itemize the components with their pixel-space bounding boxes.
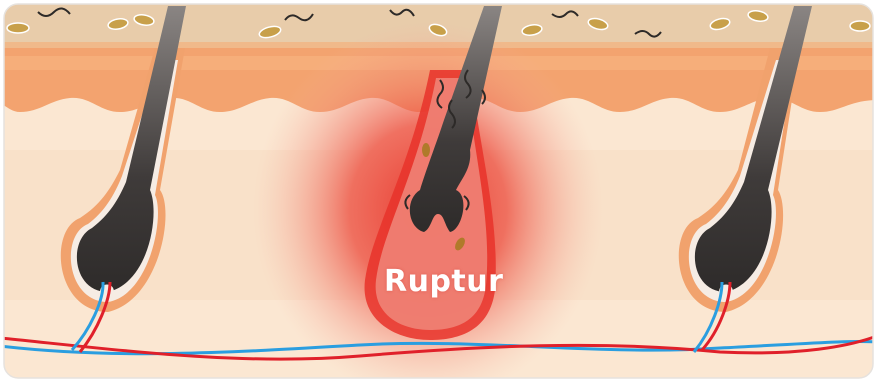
rupture-label: Ruptur (384, 264, 503, 299)
